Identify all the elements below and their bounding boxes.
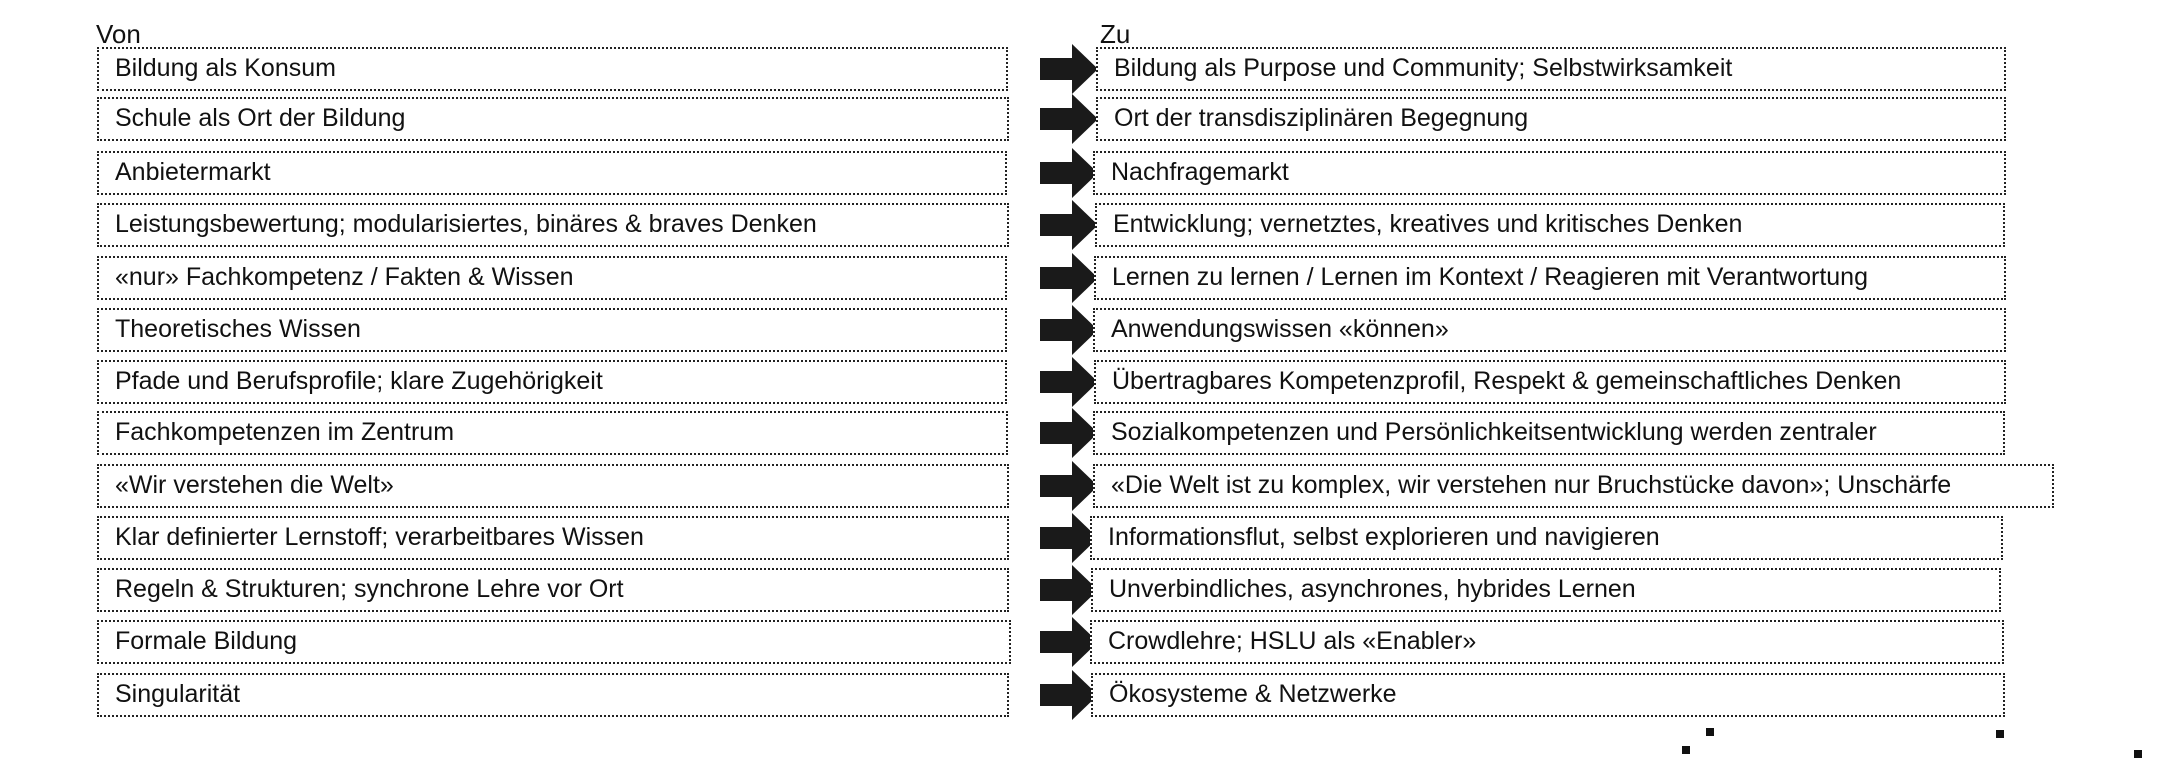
to-box: Ökosysteme & Netzwerke [1091, 673, 2005, 717]
from-box: Theoretisches Wissen [97, 308, 1007, 352]
arrow-right-icon [1040, 357, 1098, 407]
arrow-right-icon [1040, 44, 1098, 94]
to-box: Ort der transdisziplinären Begegnung [1096, 97, 2006, 141]
to-box: Unverbindliches, asynchrones, hybrides L… [1091, 568, 2001, 612]
arrow-right-icon [1040, 94, 1098, 144]
arrow-right-icon [1040, 513, 1098, 563]
from-box: Klar definierter Lernstoff; verarbeitbar… [97, 516, 1009, 560]
arrow-right-icon [1040, 670, 1098, 720]
from-box: Fachkompetenzen im Zentrum [97, 411, 1008, 455]
arrow-right-icon [1040, 565, 1098, 615]
from-box: «Wir verstehen die Welt» [97, 464, 1009, 508]
to-box: Lernen zu lernen / Lernen im Kontext / R… [1094, 256, 2006, 300]
to-box: Informationsflut, selbst explorieren und… [1090, 516, 2003, 560]
from-box: Pfade und Berufsprofile; klare Zugehörig… [97, 360, 1007, 404]
to-box: Übertragbares Kompetenzprofil, Respekt &… [1094, 360, 2006, 404]
arrow-right-icon [1040, 305, 1098, 355]
to-box: Anwendungswissen «können» [1093, 308, 2006, 352]
to-box: Crowdlehre; HSLU als «Enabler» [1090, 620, 2004, 664]
to-box: Bildung als Purpose und Community; Selbs… [1096, 47, 2006, 91]
header-von: Von [96, 19, 141, 49]
to-box: «Die Welt ist zu komplex, wir verstehen … [1093, 464, 2054, 508]
decor-dot [1706, 728, 1714, 736]
from-box: Schule als Ort der Bildung [97, 97, 1009, 141]
arrow-right-icon [1040, 148, 1098, 198]
from-box: Formale Bildung [97, 620, 1011, 664]
arrow-right-icon [1040, 408, 1098, 458]
arrow-right-icon [1040, 617, 1098, 667]
to-box: Entwicklung; vernetztes, kreatives und k… [1095, 203, 2005, 247]
header-zu: Zu [1100, 19, 1131, 49]
from-box: Singularität [97, 673, 1009, 717]
from-box: Anbietermarkt [97, 151, 1007, 195]
decor-dot [1996, 730, 2004, 738]
from-box: Bildung als Konsum [97, 47, 1008, 91]
from-box: «nur» Fachkompetenz / Fakten & Wissen [97, 256, 1007, 300]
arrow-right-icon [1040, 253, 1098, 303]
arrow-right-icon [1040, 461, 1098, 511]
arrow-right-icon [1040, 200, 1098, 250]
from-box: Regeln & Strukturen; synchrone Lehre vor… [97, 568, 1009, 612]
from-box: Leistungsbewertung; modularisiertes, bin… [97, 203, 1009, 247]
to-box: Sozialkompetenzen und Persönlichkeitsent… [1093, 411, 2005, 455]
to-box: Nachfragemarkt [1093, 151, 2006, 195]
decor-dot [1682, 746, 1690, 754]
decor-dot [2134, 750, 2142, 758]
